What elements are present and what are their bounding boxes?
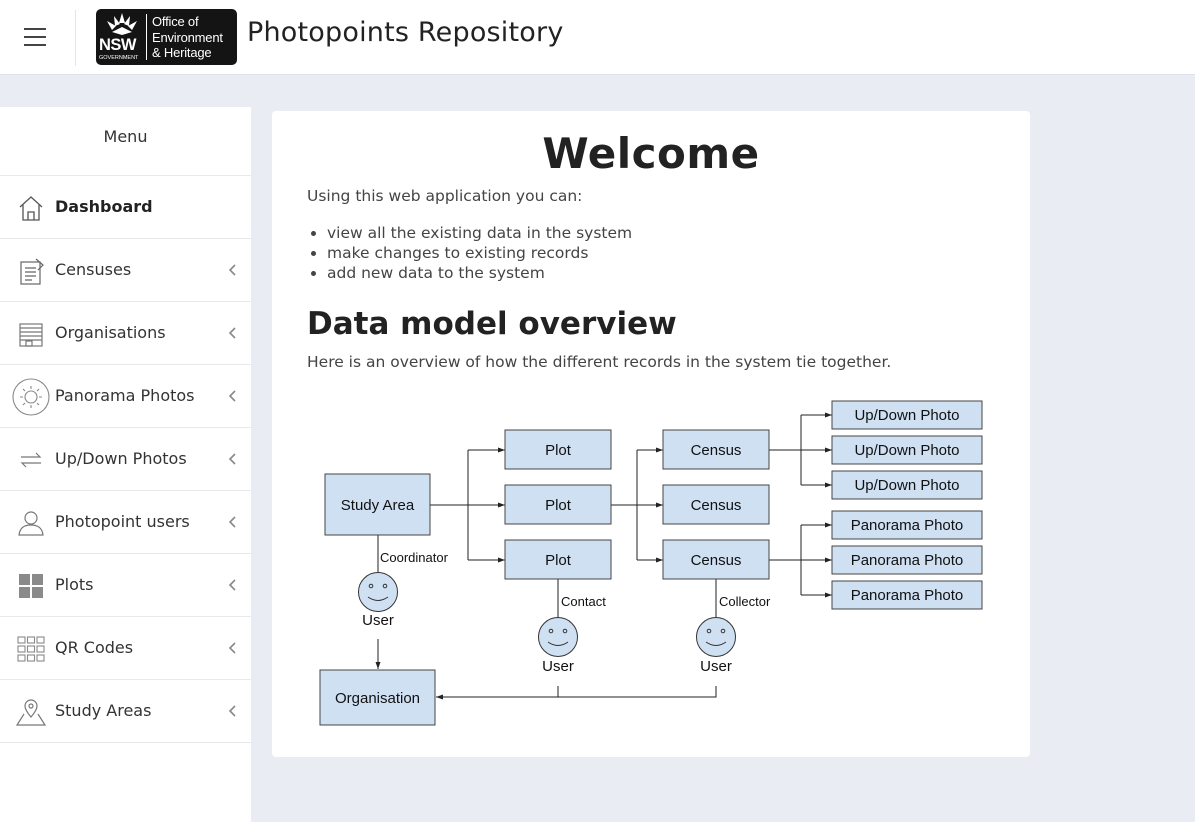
sidebar-item-label: Up/Down Photos bbox=[55, 449, 187, 468]
sidebar-item-plots[interactable]: Plots bbox=[0, 554, 251, 617]
sidebar-item-label: Panorama Photos bbox=[55, 386, 195, 405]
chevron-left-icon bbox=[228, 516, 236, 528]
grid-icon bbox=[12, 567, 50, 605]
map-pin-icon bbox=[12, 693, 50, 731]
home-icon bbox=[12, 189, 50, 227]
chevron-left-icon bbox=[228, 327, 236, 339]
chevron-left-icon bbox=[228, 264, 236, 276]
notepad-icon bbox=[12, 252, 50, 290]
role-label: Contact bbox=[561, 594, 606, 609]
chevron-left-icon bbox=[228, 579, 236, 591]
svg-text:Census: Census bbox=[691, 442, 742, 459]
user-label: User bbox=[542, 658, 574, 675]
edge bbox=[436, 686, 717, 700]
svg-text:Panorama Photo: Panorama Photo bbox=[851, 517, 964, 534]
swap-arrows-icon bbox=[12, 441, 50, 479]
sidebar-item-label: Photopoint users bbox=[55, 512, 190, 531]
feature-list: view all the existing data in the system… bbox=[327, 223, 632, 283]
census-node: Census bbox=[662, 429, 770, 470]
top-bar: NSW GOVERNMENT Office of Environment & H… bbox=[0, 0, 1195, 75]
svg-text:Census: Census bbox=[691, 552, 742, 569]
user-face-icon bbox=[538, 617, 578, 657]
chevron-left-icon bbox=[228, 705, 236, 717]
census-node: Census bbox=[662, 539, 770, 580]
sidebar-item-photopoint-users[interactable]: Photopoint users bbox=[0, 491, 251, 554]
svg-text:Up/Down Photo: Up/Down Photo bbox=[854, 477, 959, 494]
sidebar-item-label: Dashboard bbox=[55, 197, 153, 216]
svg-text:Panorama Photo: Panorama Photo bbox=[851, 552, 964, 569]
chevron-left-icon bbox=[228, 390, 236, 402]
user-icon bbox=[12, 504, 50, 542]
sidebar: Menu Dashboard Censuses Organisations Pa… bbox=[0, 107, 251, 822]
chevron-left-icon bbox=[228, 453, 236, 465]
user-face-icon bbox=[358, 572, 398, 612]
organisation-node: Organisation bbox=[319, 669, 436, 726]
sidebar-item-panorama-photos[interactable]: Panorama Photos bbox=[0, 365, 251, 428]
panorama-photo-node: Panorama Photo bbox=[831, 545, 983, 575]
page-title: Welcome bbox=[542, 129, 760, 178]
list-item: make changes to existing records bbox=[327, 243, 632, 263]
study-area-node: Study Area bbox=[324, 473, 431, 536]
sidebar-item-label: Organisations bbox=[55, 323, 166, 342]
sidebar-item-censuses[interactable]: Censuses bbox=[0, 239, 251, 302]
list-item: view all the existing data in the system bbox=[327, 223, 632, 243]
intro-text: Using this web application you can: bbox=[307, 187, 583, 205]
logo-org-name: Office of Environment & Heritage bbox=[152, 14, 223, 60]
sidebar-item-label: QR Codes bbox=[55, 638, 134, 657]
updown-photo-node: Up/Down Photo bbox=[831, 435, 983, 465]
census-node: Census bbox=[662, 484, 770, 525]
sidebar-item-dashboard[interactable]: Dashboard bbox=[0, 176, 251, 239]
app-title: Photopoints Repository bbox=[247, 17, 564, 48]
sidebar-item-qr-codes[interactable]: QR Codes bbox=[0, 617, 251, 680]
role-label: Coordinator bbox=[380, 550, 449, 565]
chevron-left-icon bbox=[228, 642, 236, 654]
sidebar-heading: Menu bbox=[0, 107, 251, 176]
sidebar-item-updown-photos[interactable]: Up/Down Photos bbox=[0, 428, 251, 491]
role-label: Collector bbox=[719, 594, 771, 609]
sidebar-item-label: Study Areas bbox=[55, 701, 152, 720]
svg-text:Panorama Photo: Panorama Photo bbox=[851, 587, 964, 604]
svg-text:Up/Down Photo: Up/Down Photo bbox=[854, 407, 959, 424]
sidebar-item-organisations[interactable]: Organisations bbox=[0, 302, 251, 365]
updown-photo-node: Up/Down Photo bbox=[831, 400, 983, 430]
svg-text:Census: Census bbox=[691, 497, 742, 514]
svg-text:Organisation: Organisation bbox=[335, 690, 420, 707]
plot-node: Plot bbox=[504, 539, 612, 580]
logo-divider bbox=[146, 14, 147, 60]
waratah-emblem-icon bbox=[107, 13, 137, 35]
header-divider bbox=[75, 10, 76, 66]
building-icon bbox=[12, 315, 50, 353]
sidebar-item-label: Censuses bbox=[55, 260, 132, 279]
plot-node: Plot bbox=[504, 484, 612, 525]
panorama-photo-node: Panorama Photo bbox=[831, 580, 983, 610]
oeh-logo[interactable]: NSW GOVERNMENT Office of Environment & H… bbox=[96, 9, 237, 65]
svg-text:Plot: Plot bbox=[545, 497, 572, 514]
svg-text:Study Area: Study Area bbox=[341, 497, 415, 514]
data-model-diagram: Study Area Plot Plot Plot Census Census … bbox=[319, 400, 983, 726]
plot-node: Plot bbox=[504, 429, 612, 470]
section-text: Here is an overview of how the different… bbox=[307, 353, 892, 371]
hamburger-menu-icon[interactable] bbox=[24, 28, 46, 46]
sun-icon bbox=[12, 378, 50, 416]
logo-government-text: GOVERNMENT bbox=[99, 55, 139, 61]
sidebar-item-label: Plots bbox=[55, 575, 94, 594]
welcome-card: Welcome Using this web application you c… bbox=[272, 111, 1030, 757]
list-item: add new data to the system bbox=[327, 263, 632, 283]
dots-grid-icon bbox=[12, 630, 50, 668]
user-label: User bbox=[362, 612, 394, 629]
section-title: Data model overview bbox=[307, 306, 677, 342]
sidebar-item-study-areas[interactable]: Study Areas bbox=[0, 680, 251, 743]
svg-text:Up/Down Photo: Up/Down Photo bbox=[854, 442, 959, 459]
user-label: User bbox=[700, 658, 732, 675]
updown-photo-node: Up/Down Photo bbox=[831, 470, 983, 500]
user-face-icon bbox=[696, 617, 736, 657]
logo-nsw-text: NSW bbox=[99, 36, 137, 54]
svg-text:Plot: Plot bbox=[545, 552, 572, 569]
panorama-photo-node: Panorama Photo bbox=[831, 510, 983, 540]
svg-text:Plot: Plot bbox=[545, 442, 572, 459]
